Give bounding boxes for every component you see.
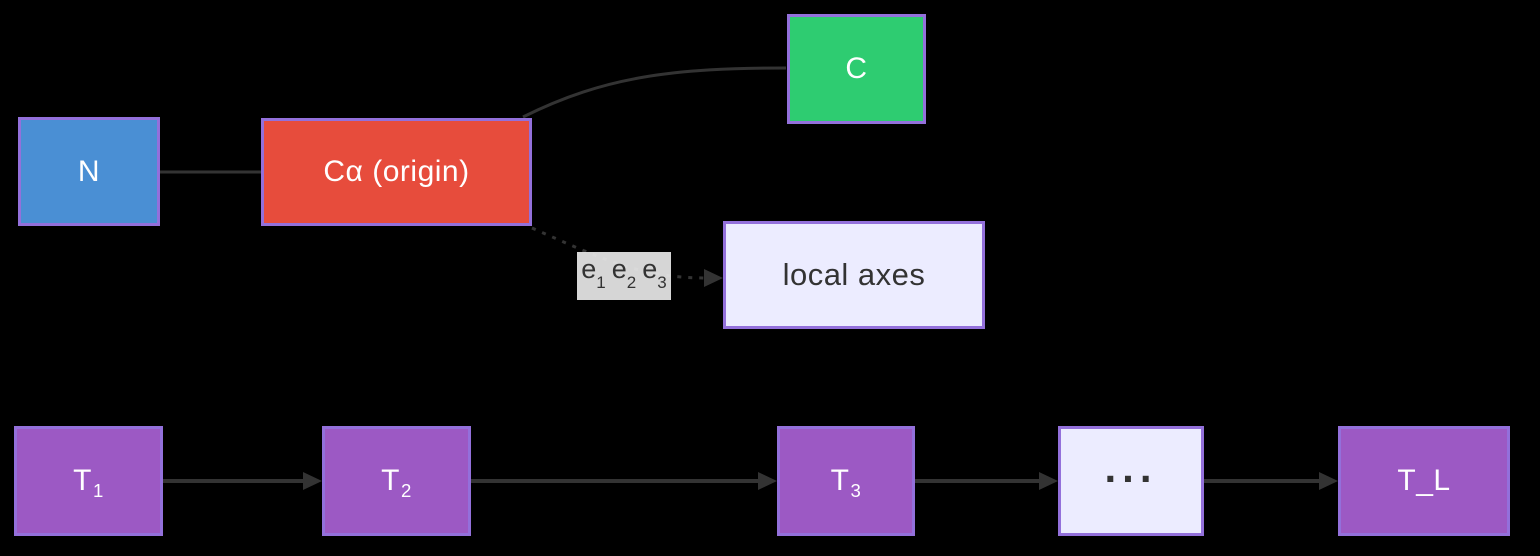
arrowhead-t3-icon (758, 472, 777, 490)
arrowhead-local-axes-icon (704, 269, 723, 287)
node-c: C (787, 14, 926, 124)
node-c-label: C (845, 52, 868, 85)
node-ellipsis: ... (1058, 426, 1204, 536)
edge-ca-local-axes (531, 226, 707, 280)
node-ca-origin-label: Cα (origin) (323, 155, 470, 188)
node-t1-label: T1 (73, 464, 104, 502)
node-local-axes-label: local axes (782, 257, 926, 292)
arrowhead-dots-icon (1039, 472, 1058, 490)
node-tl: T_L (1338, 426, 1510, 536)
basis-vector-e1: e1 (581, 254, 606, 292)
edge-ca-c (522, 66, 787, 119)
node-t1: T1 (14, 426, 163, 536)
node-t3-label: T3 (830, 464, 862, 502)
node-ca-origin: Cα (origin) (261, 118, 532, 226)
arrowhead-tl-icon (1319, 472, 1338, 490)
node-t3: T3 (777, 426, 915, 536)
node-n: N (18, 117, 160, 226)
basis-vector-e2: e2 (611, 254, 637, 292)
arrowhead-t2-icon (303, 472, 322, 490)
node-ellipsis-label: ... (1104, 444, 1158, 491)
node-local-axes: local axes (723, 221, 985, 329)
node-t2-label: T2 (381, 464, 412, 502)
node-tl-label: T_L (1397, 464, 1451, 497)
node-n-label: N (77, 154, 101, 188)
basis-vector-e3: e3 (642, 254, 667, 292)
edge-label-basis-vectors: e1 e2 e3 (577, 252, 671, 300)
node-t2: T2 (322, 426, 471, 536)
